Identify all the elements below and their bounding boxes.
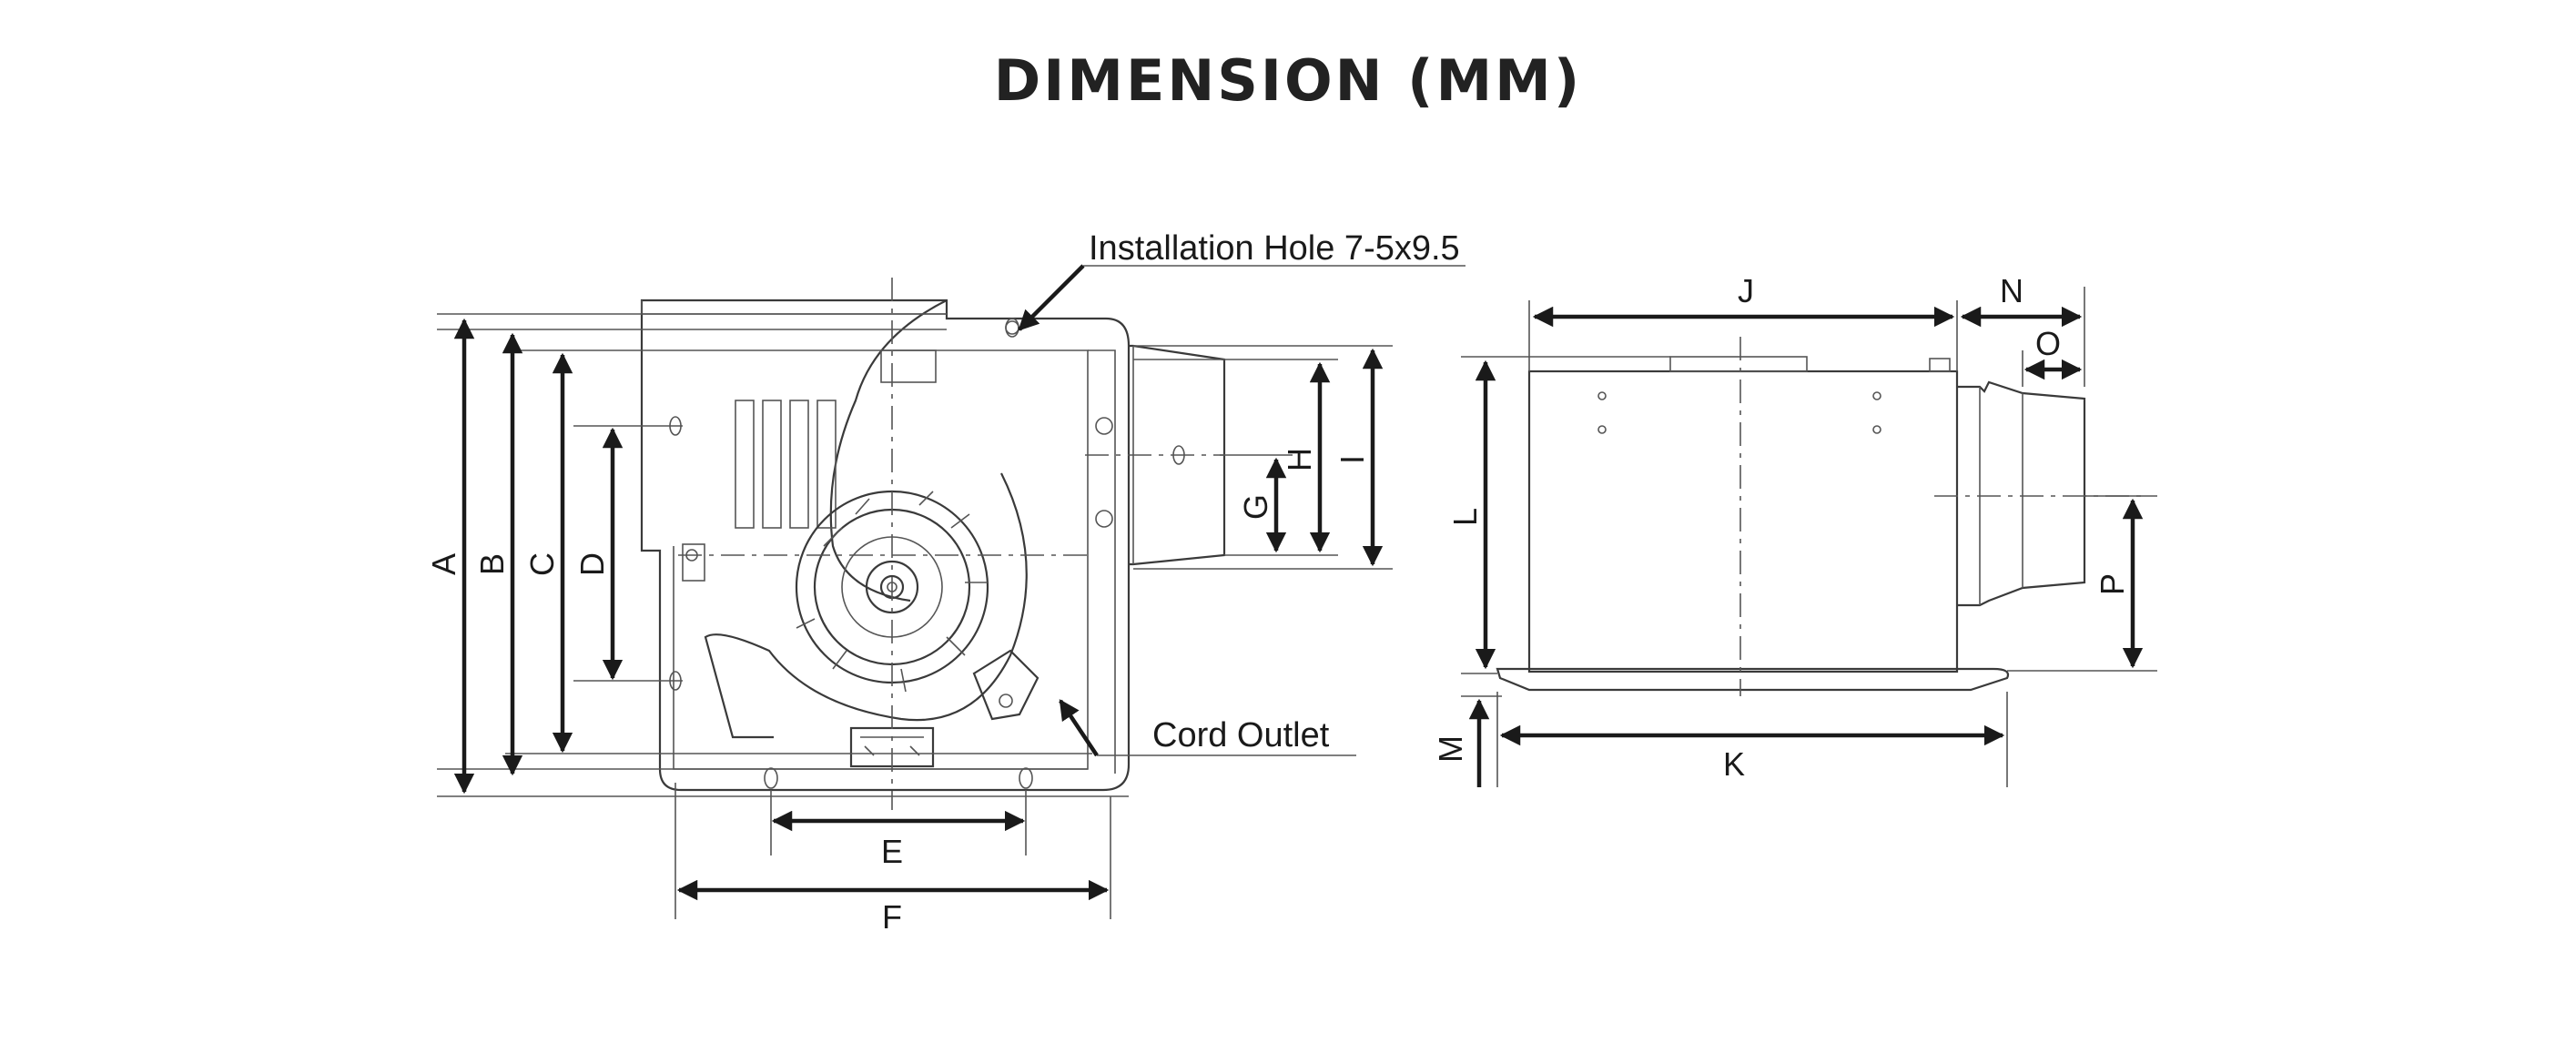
installation-hole-callout: Installation Hole 7-5x9.5 [1089, 229, 1460, 268]
extension-lines-left [437, 313, 1393, 919]
installation-hole-leader [1018, 264, 1085, 331]
dim-label-k: K [1723, 745, 1745, 783]
dim-label-o: O [2035, 325, 2061, 362]
dim-label-c: C [523, 552, 561, 576]
cord-outlet-leader [1059, 699, 1099, 757]
dim-label-b: B [473, 553, 511, 575]
dim-label-l: L [1446, 508, 1484, 526]
bottom-view [640, 278, 1226, 810]
cord-outlet-callout: Cord Outlet [1152, 716, 1330, 754]
side-view [1496, 337, 2148, 696]
dim-label-i: I [1334, 455, 1371, 464]
dim-label-m: M [1432, 735, 1469, 763]
dimension-arrows-left [453, 318, 1384, 901]
dim-label-e: E [881, 833, 903, 870]
dim-label-p: P [2094, 573, 2131, 595]
extension-lines-right [1461, 287, 2157, 787]
dim-label-g: G [1237, 494, 1274, 520]
dimension-arrows-right [1468, 306, 2144, 787]
dim-label-j: J [1738, 272, 1754, 309]
dim-label-d: D [573, 552, 611, 576]
dim-label-n: N [2000, 272, 2023, 309]
dim-label-h: H [1281, 448, 1318, 471]
page-title: DIMENSION (MM) [993, 47, 1583, 114]
dim-label-a: A [425, 553, 462, 575]
callout-leaders-left [1018, 264, 1465, 757]
dim-label-f: F [882, 898, 902, 936]
